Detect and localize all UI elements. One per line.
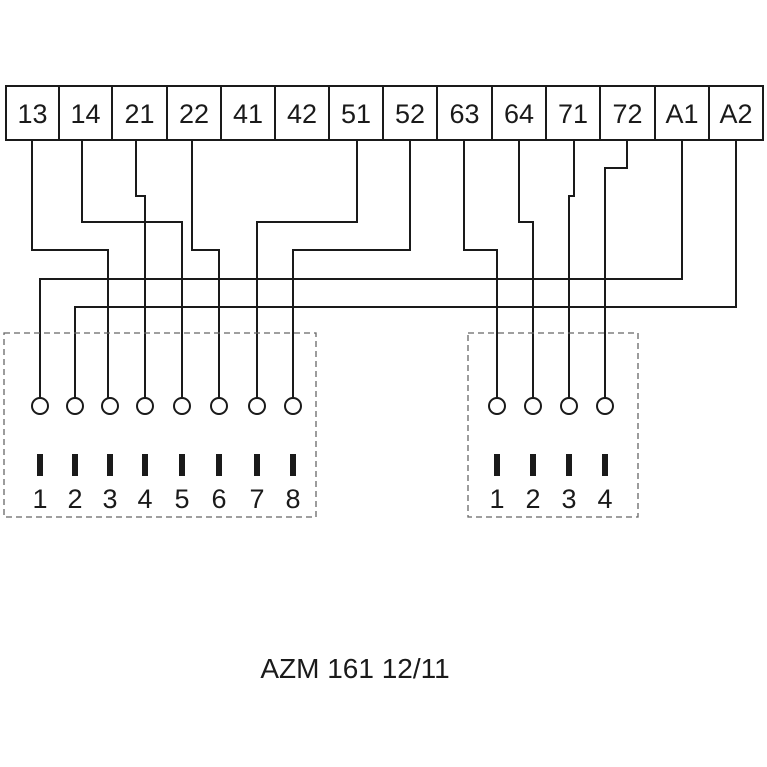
connector-right-outline: [467, 332, 639, 518]
terminal-strip: 13 14 21 22 41 42 51 52 63 64 71 72 A1 A…: [5, 85, 764, 141]
terminal-52-label: 52: [395, 99, 425, 129]
connector-left-pin-8-label: 8: [285, 484, 300, 514]
wire-21: [135, 140, 146, 398]
connector-left-pin-6-plug: [216, 454, 222, 476]
connector-left-pin-3-label: 3: [102, 484, 117, 514]
connector-right-pin-2-label: 2: [525, 484, 540, 514]
wire-22: [191, 140, 220, 398]
terminal-41-label: 41: [233, 99, 263, 129]
connector-left-pin-1-plug: [37, 454, 43, 476]
connector-right-pin-1-plug: [494, 454, 500, 476]
wire-71: [568, 140, 575, 398]
connector-left-pin-8-plug: [290, 454, 296, 476]
connector-left-pin-3-contact: [101, 397, 119, 415]
connector-right-pin-3-plug: [566, 454, 572, 476]
connector-right-pin-3-contact: [560, 397, 578, 415]
terminal-41: [220, 85, 276, 141]
terminal-42: [274, 85, 330, 141]
terminal-14-label: 14: [70, 99, 100, 129]
connector-right-pin-2-contact: [524, 397, 542, 415]
connector-left-pin-8-contact: [284, 397, 302, 415]
terminal-52: [382, 85, 438, 141]
wire-13: [31, 140, 109, 398]
wire-14: [81, 140, 183, 398]
connector-left-pin-6-label: 6: [211, 484, 226, 514]
model-label: AZM 161 12/11: [260, 653, 449, 684]
connector-left-pin-2-label: 2: [67, 484, 82, 514]
connector-right-pin-1-label: 1: [489, 484, 504, 514]
terminal-63-label: 63: [449, 99, 479, 129]
connector-left: 1 2 3 4 5 6 7 8: [3, 332, 317, 518]
wire-63: [463, 140, 498, 398]
wire-51: [256, 140, 358, 398]
terminal-21-label: 21: [124, 99, 154, 129]
terminal-14: [58, 85, 113, 141]
connector-left-pin-2-plug: [72, 454, 78, 476]
terminal-13-label: 13: [17, 99, 47, 129]
connector-left-pin-1-label: 1: [32, 484, 47, 514]
terminal-13: [5, 85, 60, 141]
wires: [31, 140, 737, 398]
connector-left-pin-5-contact: [173, 397, 191, 415]
terminal-72-label: 72: [612, 99, 642, 129]
terminal-21: [111, 85, 168, 141]
terminal-A2-label: A2: [719, 99, 752, 129]
connector-right-pin-2-plug: [530, 454, 536, 476]
connector-left-pin-5-label: 5: [174, 484, 189, 514]
connector-left-pin-3-plug: [107, 454, 113, 476]
connector-right: 1 2 3 4: [467, 332, 639, 518]
terminal-72: [599, 85, 656, 141]
terminal-64: [491, 85, 547, 141]
terminal-A2: [708, 85, 764, 141]
connector-left-pin-7-label: 7: [249, 484, 264, 514]
wire-A1: [39, 140, 683, 398]
connector-left-pin-7-contact: [248, 397, 266, 415]
connector-right-pin-4-contact: [596, 397, 614, 415]
connector-right-pin-3-label: 3: [561, 484, 576, 514]
wire-64: [518, 140, 534, 398]
terminal-22-label: 22: [179, 99, 209, 129]
terminal-42-label: 42: [287, 99, 317, 129]
connector-left-outline: [3, 332, 317, 518]
terminal-51-label: 51: [341, 99, 371, 129]
terminal-71-label: 71: [558, 99, 588, 129]
connector-left-pin-5-plug: [179, 454, 185, 476]
wire-72: [604, 140, 628, 398]
wire-52: [292, 140, 411, 398]
connector-right-pin-4-label: 4: [597, 484, 612, 514]
connector-left-pin-2-contact: [66, 397, 84, 415]
connector-right-pin-4-plug: [602, 454, 608, 476]
connector-left-pin-7-plug: [254, 454, 260, 476]
terminal-64-label: 64: [504, 99, 534, 129]
connector-left-pin-4-plug: [142, 454, 148, 476]
terminal-A1-label: A1: [665, 99, 698, 129]
connector-left-pin-4-contact: [136, 397, 154, 415]
wire-A2: [74, 140, 737, 398]
connector-right-pin-1-contact: [488, 397, 506, 415]
connector-left-pin-1-contact: [31, 397, 49, 415]
connector-left-pin-4-label: 4: [137, 484, 152, 514]
connector-left-pin-6-contact: [210, 397, 228, 415]
